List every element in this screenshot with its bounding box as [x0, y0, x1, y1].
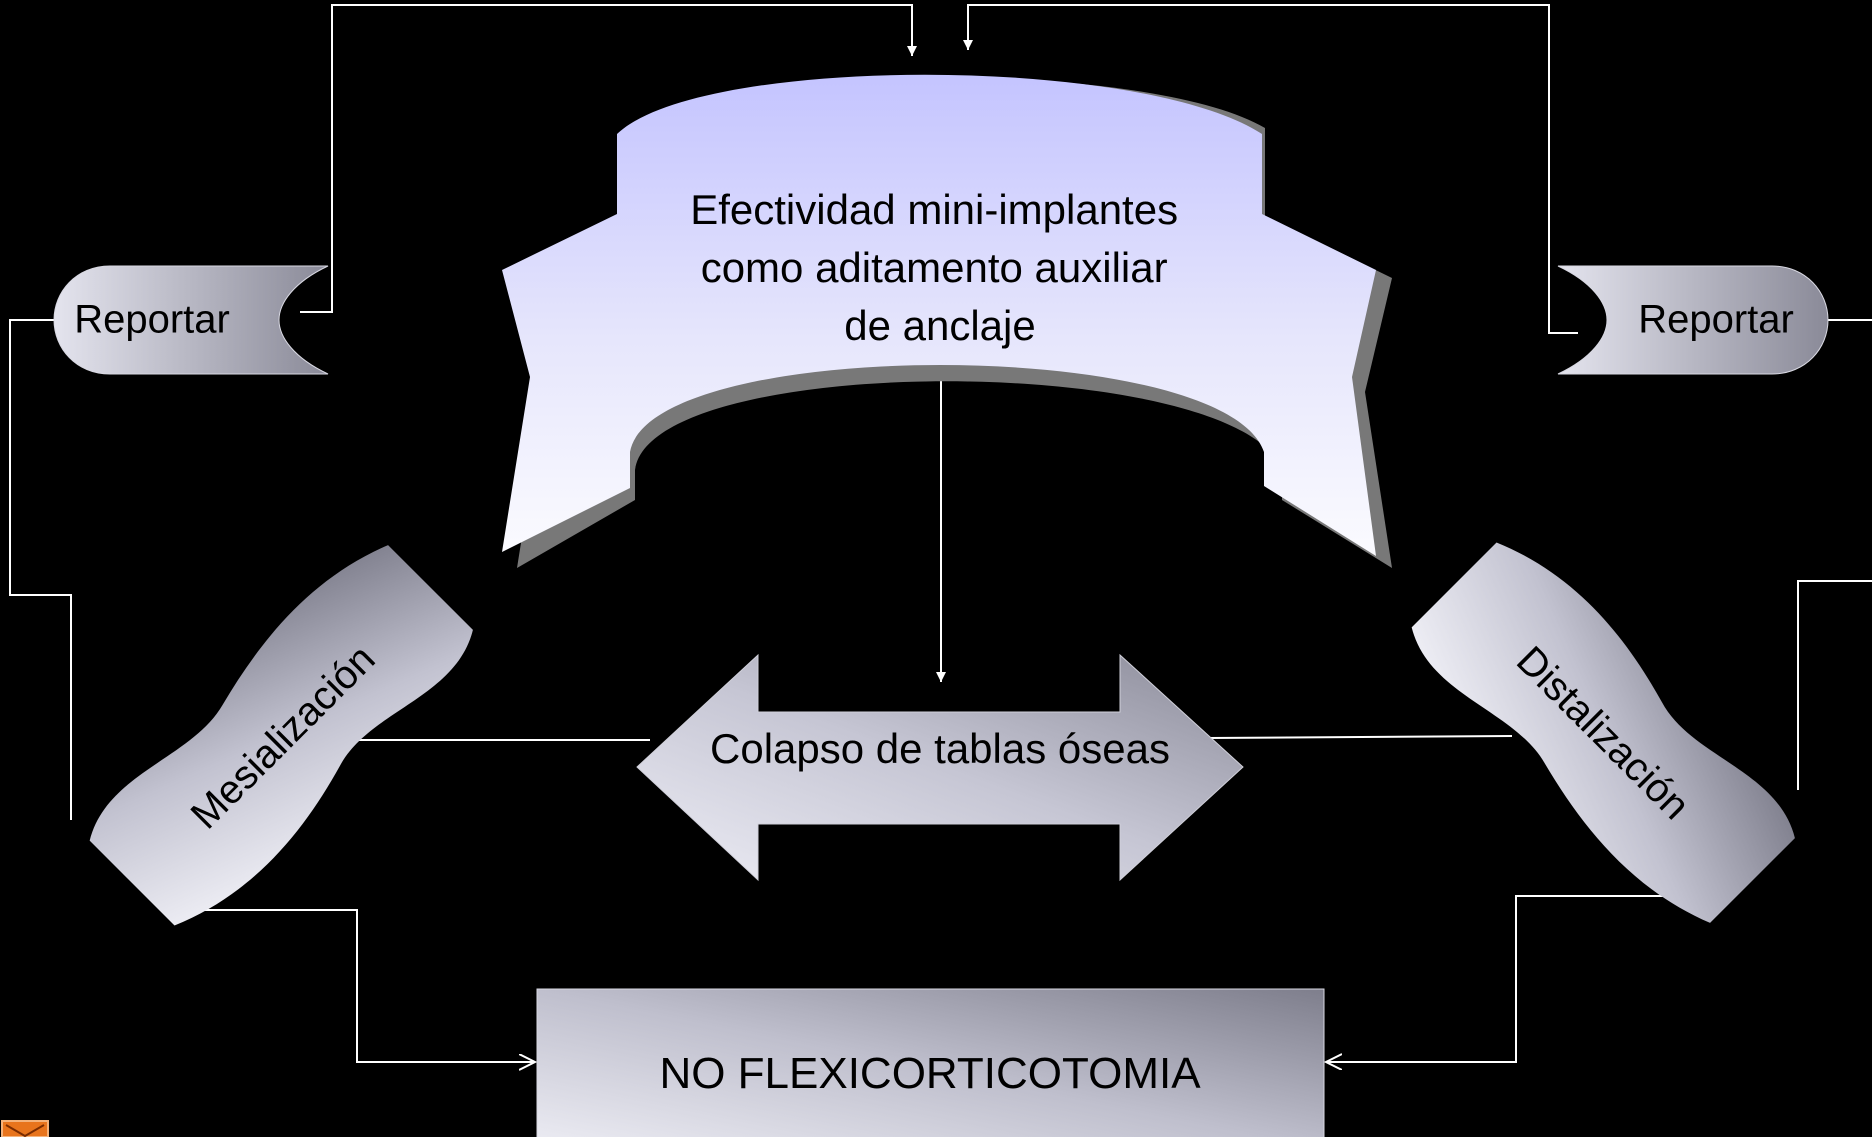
bottom-box-shape	[536, 988, 1325, 1137]
connector-center-to-distalizacion	[1207, 735, 1513, 739]
left-report-label: Reportar	[74, 298, 230, 342]
center-label: Colapso de tablas óseas	[710, 725, 1170, 772]
left-report-shape	[53, 265, 329, 375]
connector-mesializacion-to-bottom	[178, 909, 535, 1062]
title-line-1: Efectividad mini-implantes	[690, 186, 1178, 233]
connector-distalizacion-to-bottom	[1326, 895, 1705, 1062]
right-report-shape	[1557, 265, 1829, 375]
distalizacion-node: Distalización	[1411, 542, 1795, 923]
bottom-label: NO FLEXICORTICOTOMIA	[659, 1049, 1201, 1098]
connector-left-report-to-title	[300, 4, 917, 313]
title-line-3: de anclaje	[844, 302, 1035, 349]
bottom-node: NO FLEXICORTICOTOMIA	[536, 988, 1325, 1137]
mesializacion-node: Mesialización	[89, 545, 473, 926]
mesializacion-shape	[89, 545, 473, 926]
left-report-node: Reportar	[53, 265, 329, 375]
right-report-label: Reportar	[1638, 298, 1794, 342]
title-ribbon: Efectividad mini-implantes como aditamen…	[502, 74, 1392, 568]
distalizacion-shape	[1411, 542, 1795, 923]
connectors	[9, 4, 1872, 1062]
right-report-node: Reportar	[1557, 265, 1829, 375]
title-ribbon-body	[502, 74, 1376, 556]
connector-right-edge-to-distalizacion	[1797, 580, 1872, 790]
connector-left-report-to-mesializacion	[9, 319, 72, 820]
title-text: Efectividad mini-implantes como aditamen…	[690, 186, 1190, 349]
connector-right-report-to-title	[963, 4, 1578, 334]
title-line-2: como aditamento auxiliar	[701, 244, 1168, 291]
envelope-icon[interactable]	[1, 1120, 49, 1137]
center-node: Colapso de tablas óseas	[636, 653, 1244, 882]
center-double-arrow-shape	[636, 653, 1244, 882]
